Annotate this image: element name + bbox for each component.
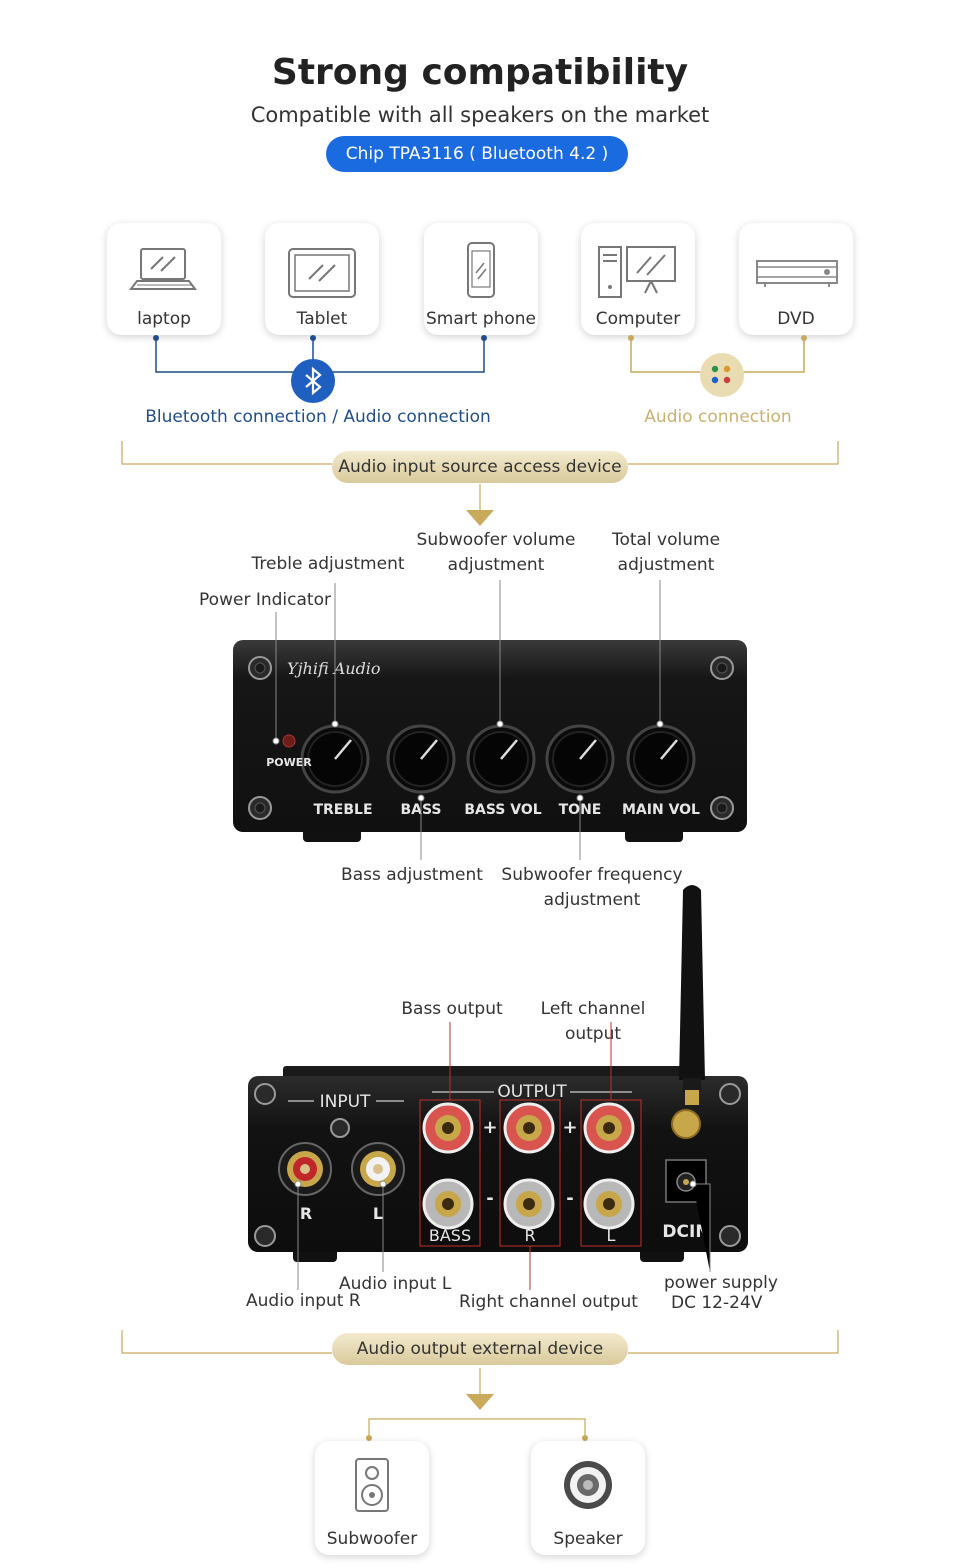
out-r-label: R (524, 1226, 536, 1245)
source-label: Computer (595, 309, 681, 329)
audio-jack-icon (700, 353, 744, 397)
dvd-icon (756, 260, 838, 287)
source-card-phone: Smart phone (424, 223, 538, 335)
output-card-speaker: Speaker (531, 1441, 645, 1555)
right-output-annotation: Right channel output (459, 1292, 638, 1312)
input-l-label: L (372, 1204, 384, 1223)
source-label: Smart phone (425, 309, 537, 329)
bluetooth-icon (291, 359, 335, 403)
dcin-label: DCIN (662, 1222, 710, 1242)
laptop-icon (129, 248, 197, 290)
source-card-computer: Computer (581, 223, 695, 335)
speaker-icon (564, 1461, 612, 1509)
device-foot (625, 832, 683, 842)
amplifier-rear-panel: INPUT OUTPUT R L + + - - BASS R L DCIN (248, 1076, 748, 1252)
total-volume-annotation: Total volume adjustment (611, 530, 721, 575)
power-annotation: Power Indicator (199, 590, 331, 610)
source-card-dvd: DVD (739, 223, 853, 335)
bass-output-annotation: Bass output (401, 999, 503, 1019)
output-label: Speaker (553, 1529, 623, 1549)
power-label: POWER (266, 756, 312, 769)
subwoofer-icon (355, 1458, 389, 1512)
antenna (669, 880, 715, 1105)
source-label: Tablet (296, 309, 348, 329)
minus-sign: - (566, 1188, 574, 1209)
output-card-subwoofer: Subwoofer (315, 1441, 429, 1555)
output-label: Subwoofer (326, 1529, 418, 1549)
source-card-tablet: Tablet (265, 223, 379, 335)
power-supply-annotation: power supply (664, 1273, 778, 1293)
page-subtitle: Compatible with all speakers on the mark… (250, 103, 710, 127)
tablet-icon (288, 248, 356, 298)
bluetooth-connection-label: Bluetooth connection / Audio connection (145, 407, 491, 427)
input-label: INPUT (319, 1092, 371, 1112)
audio-connection-label: Audio connection (644, 407, 792, 427)
source-label: DVD (777, 309, 815, 329)
out-l-label: L (606, 1226, 616, 1245)
phone-icon (467, 242, 495, 298)
power-led (282, 734, 296, 748)
page-title: Strong compatibility (271, 52, 689, 93)
knob-label-treble: TREBLE (313, 802, 373, 818)
output-label: OUTPUT (497, 1082, 567, 1102)
bass-annotation: Bass adjustment (341, 865, 483, 885)
audio-input-r-annotation: Audio input R (246, 1291, 361, 1311)
device-foot (293, 1252, 337, 1262)
input-r-label: R (299, 1204, 313, 1223)
source-card-laptop: laptop (107, 223, 221, 335)
sub-frequency-annotation: Subwoofer frequency adjustment (501, 865, 683, 910)
device-foot (303, 832, 361, 842)
sub-volume-annotation: Subwoofer volume adjustment (416, 530, 576, 575)
minus-sign: - (486, 1188, 494, 1209)
power-supply-voltage: DC 12-24V (671, 1293, 763, 1313)
brand-logo: Yjhifi Audio (287, 659, 381, 678)
amplifier-front-panel: Yjhifi Audio POWER TREBLE BASS BASS VOL … (233, 640, 747, 832)
source-label: laptop (137, 309, 191, 329)
computer-icon (598, 246, 676, 298)
treble-annotation: Treble adjustment (251, 554, 405, 574)
input-source-pill: Audio input source access device (332, 451, 628, 483)
knob-label-bass-vol: BASS VOL (464, 802, 542, 818)
device-foot (640, 1252, 684, 1262)
left-output-annotation: Left channel output (540, 999, 646, 1044)
knob-label-main-vol: MAIN VOL (622, 802, 700, 818)
output-device-pill: Audio output external device (332, 1333, 628, 1365)
out-bass-label: BASS (428, 1226, 472, 1245)
chip-badge: Chip TPA3116 ( Bluetooth 4.2 ) (326, 136, 628, 172)
audio-input-l-annotation: Audio input L (339, 1274, 452, 1294)
plus-sign: + (562, 1117, 578, 1138)
plus-sign: + (482, 1117, 498, 1138)
